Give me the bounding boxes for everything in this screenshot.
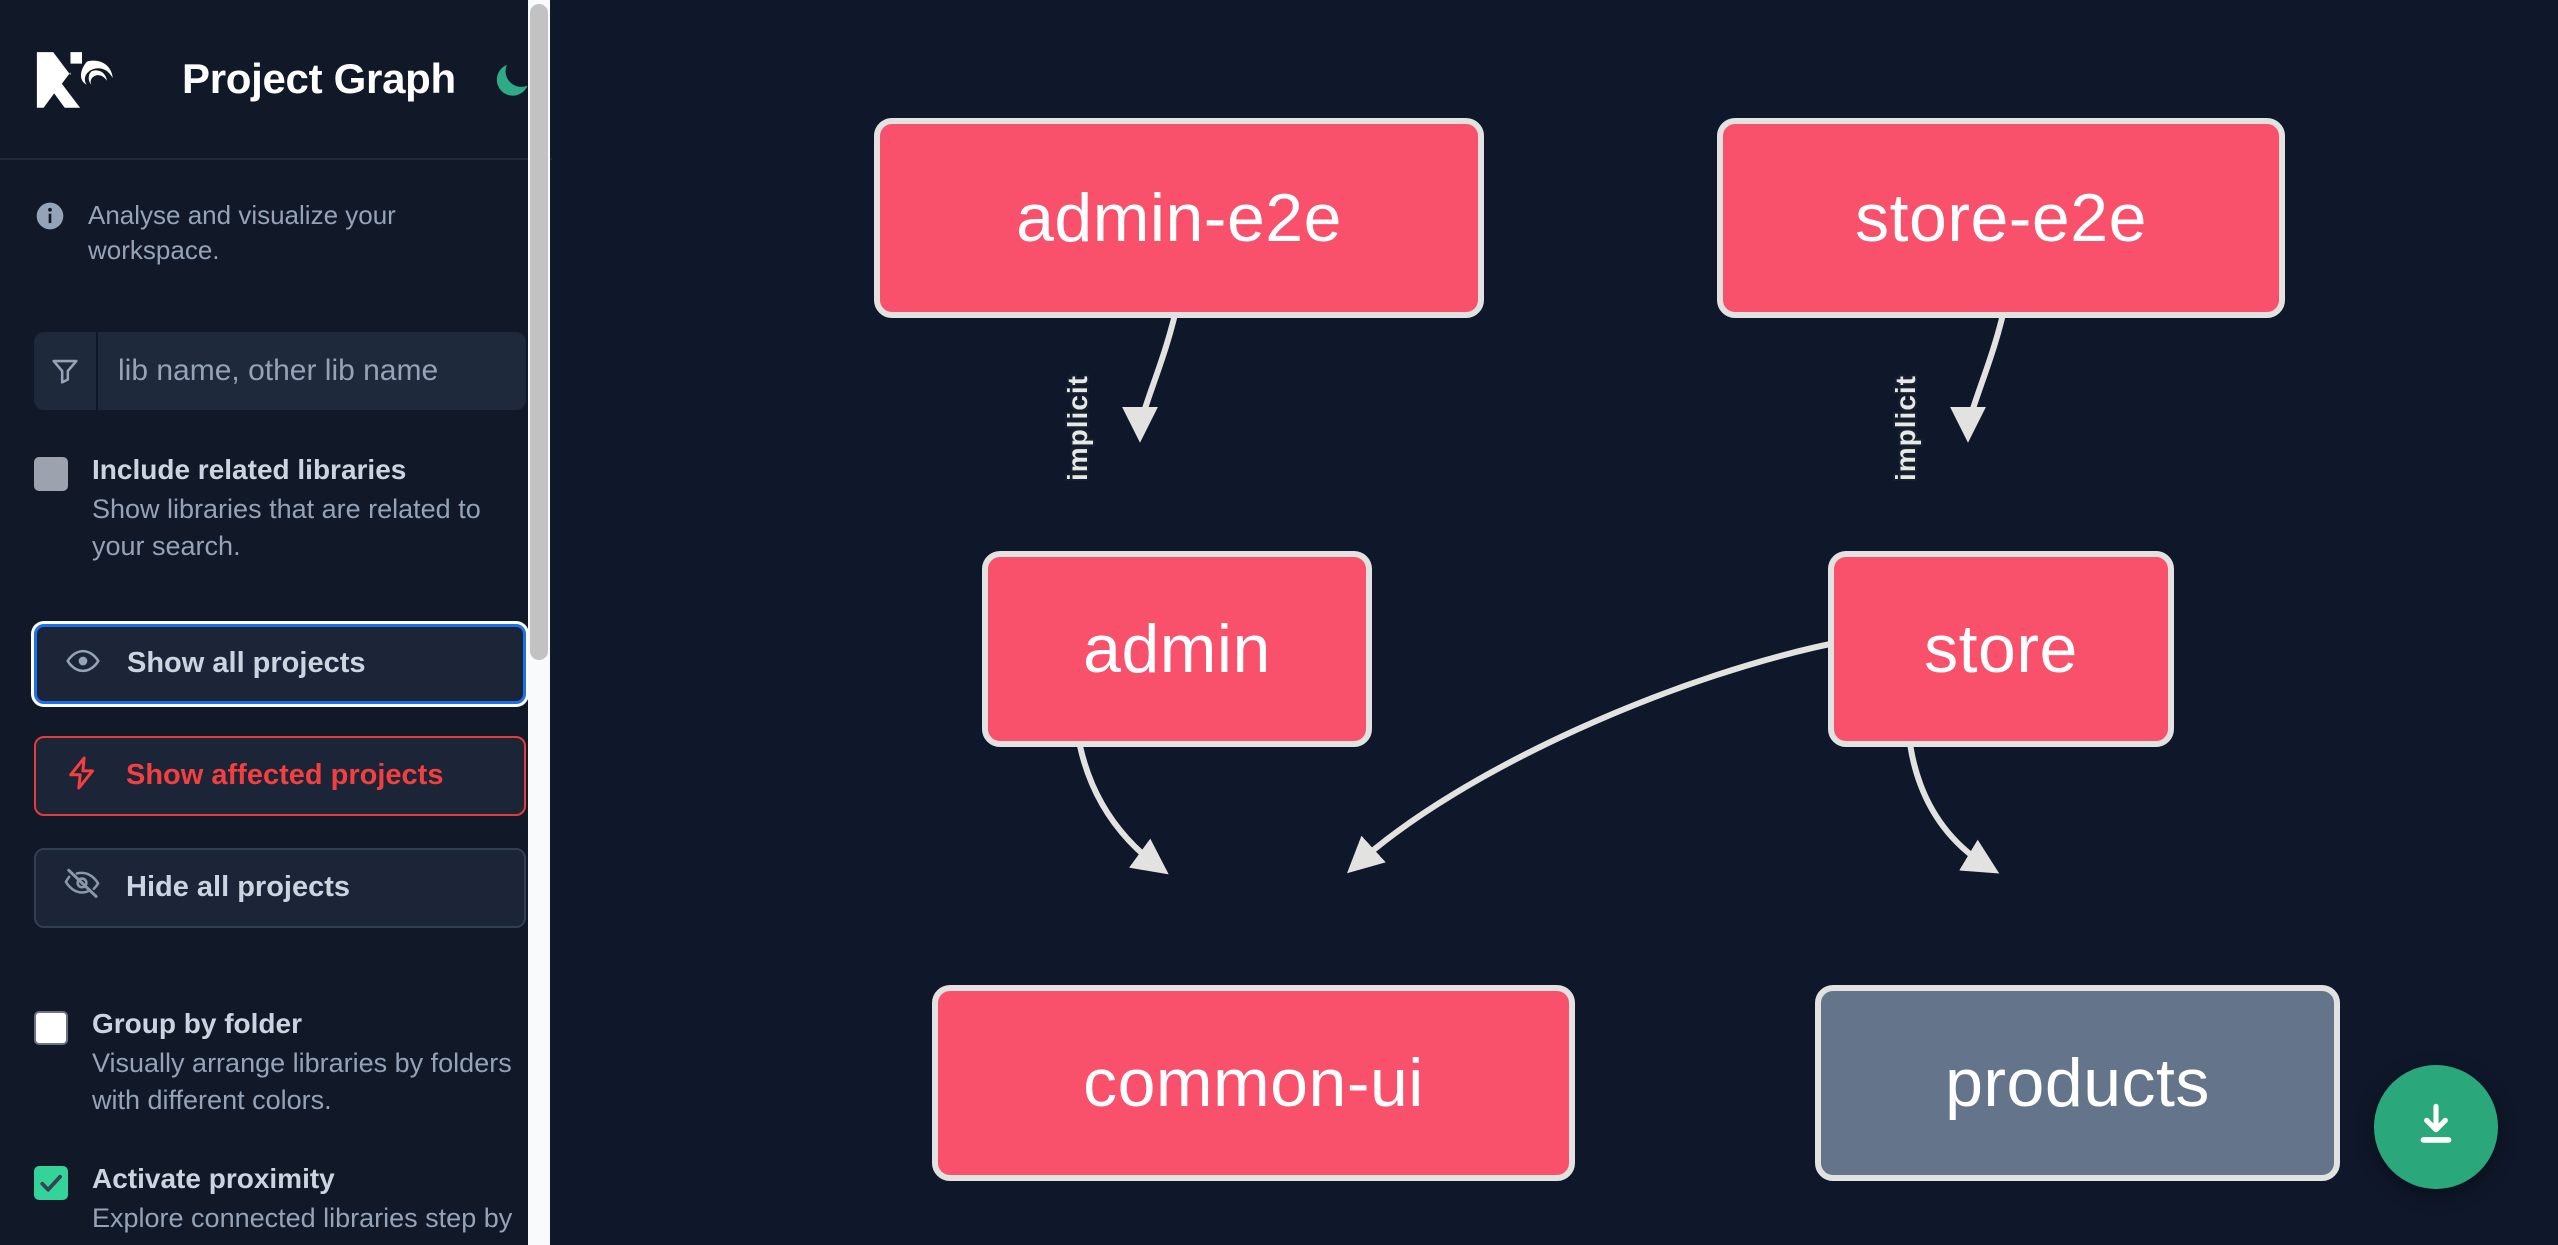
visibility-button-group: Show all projects Show affected projects <box>34 623 526 928</box>
eye-icon <box>65 643 101 684</box>
include-related-libraries-checkbox[interactable] <box>34 457 68 492</box>
graph-node-products[interactable]: products <box>1815 985 2340 1181</box>
activate-proximity-description: Explore connected libraries step by step… <box>92 1203 513 1245</box>
show-affected-projects-label: Show affected projects <box>126 759 444 792</box>
graph-node-label: admin-e2e <box>1016 180 1342 256</box>
graph-node-admin[interactable]: admin <box>982 551 1372 747</box>
page-title: Project Graph <box>182 55 456 102</box>
moon-icon[interactable] <box>490 56 534 102</box>
graph-node-admin-e2e[interactable]: admin-e2e <box>874 118 1484 318</box>
include-related-libraries-description: Show libraries that are related to your … <box>92 494 481 562</box>
group-by-folder-label: Group by folder <box>92 1007 302 1039</box>
group-by-folder-description: Visually arrange libraries by folders wi… <box>92 1047 512 1115</box>
spacer <box>34 928 526 964</box>
info-text: Analyse and visualize your workspace. <box>88 200 396 266</box>
edge-label-admin-e2e-to-admin: implicit <box>1062 374 1093 482</box>
include-related-libraries-text: Include related libraries Show libraries… <box>92 452 526 566</box>
nx-logo <box>34 47 130 111</box>
sidebar-scrollbar-thumb[interactable] <box>530 4 548 660</box>
activate-proximity-checkbox[interactable] <box>34 1166 68 1201</box>
graph-node-common-ui[interactable]: common-ui <box>932 985 1575 1181</box>
info-banner: Analyse and visualize your workspace. <box>34 160 526 268</box>
group-by-folder-text: Group by folder Visually arrange librari… <box>92 1006 526 1120</box>
include-related-libraries-label: Include related libraries <box>92 454 407 486</box>
eye-off-icon <box>64 867 100 908</box>
hide-all-projects-button[interactable]: Hide all projects <box>34 847 526 928</box>
activate-proximity-label: Activate proximity <box>92 1163 335 1195</box>
edge-label-store-e2e-to-store: implicit <box>1890 374 1921 482</box>
graph-node-label: store <box>1924 611 2078 687</box>
group-by-folder-checkbox[interactable] <box>34 1010 68 1045</box>
graph-node-label: admin <box>1083 611 1271 687</box>
activate-proximity-text: Activate proximity Explore connected lib… <box>92 1161 526 1245</box>
graph-node-store[interactable]: store <box>1828 551 2174 747</box>
show-all-projects-button[interactable]: Show all projects <box>34 623 526 704</box>
sidebar-right-edge <box>552 0 560 1245</box>
include-related-libraries-row[interactable]: Include related libraries Show libraries… <box>34 452 526 566</box>
group-by-folder-row[interactable]: Group by folder Visually arrange librari… <box>34 1006 526 1120</box>
sidebar-header: Project Graph <box>0 0 560 160</box>
show-affected-projects-button[interactable]: Show affected projects <box>34 735 526 816</box>
project-graph-canvas[interactable]: admin-e2e store-e2e admin store common-ui pro… <box>560 0 2558 1245</box>
graph-node-label: common-ui <box>1083 1045 1424 1121</box>
filter-funnel-icon <box>34 332 98 411</box>
sidebar-body: Analyse and visualize your workspace. In… <box>0 160 560 1245</box>
search-field[interactable] <box>34 332 526 411</box>
sidebar: Project Graph Analy <box>0 0 560 1245</box>
edge-store-to-common-ui <box>1347 637 1851 874</box>
graph-node-label: store-e2e <box>1855 180 2147 256</box>
search-input[interactable] <box>98 332 526 411</box>
download-icon <box>2408 1097 2464 1158</box>
sidebar-scroll-container[interactable]: Project Graph Analy <box>0 0 560 1245</box>
lightning-bolt-icon <box>64 755 100 796</box>
graph-node-store-e2e[interactable]: store-e2e <box>1717 118 2285 318</box>
hide-all-projects-label: Hide all projects <box>126 871 351 904</box>
activate-proximity-row[interactable]: Activate proximity Explore connected lib… <box>34 1161 526 1245</box>
info-circle-icon <box>34 200 66 237</box>
download-graph-button[interactable] <box>2374 1065 2498 1189</box>
show-all-projects-label: Show all projects <box>127 647 366 680</box>
graph-node-label: products <box>1945 1045 2210 1121</box>
